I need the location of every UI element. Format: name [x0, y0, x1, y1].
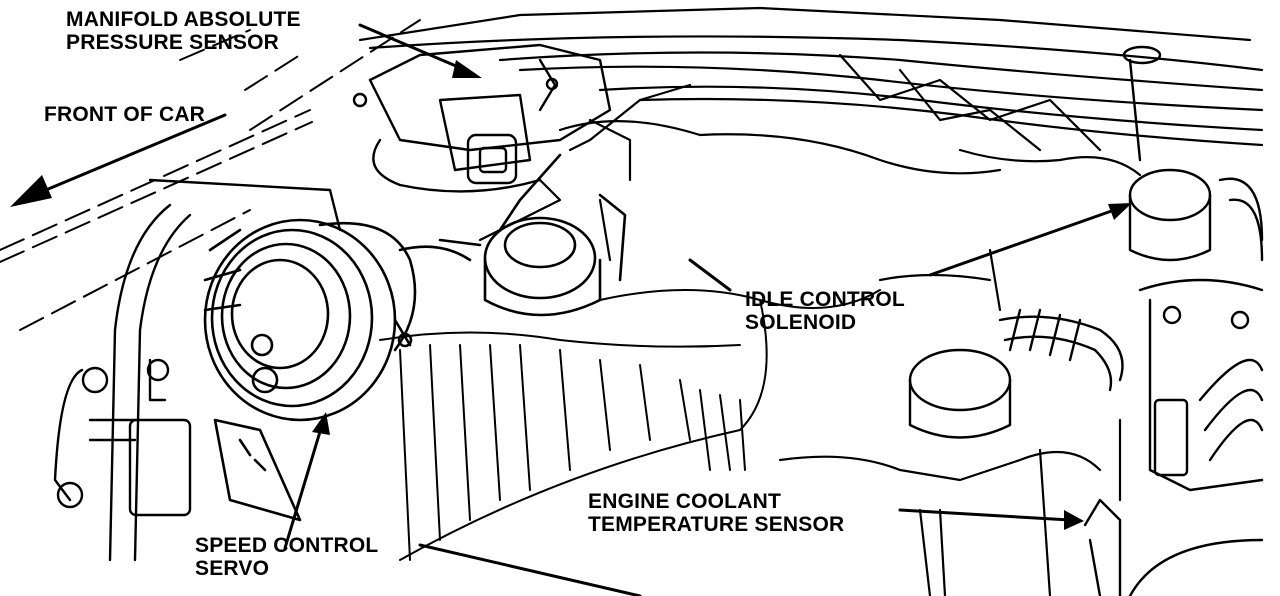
- right-components-drawing: [908, 45, 1264, 596]
- label-map-sensor-line1: MANIFOLD ABSOLUTE: [66, 8, 301, 31]
- label-map-sensor: MANIFOLD ABSOLUTE PRESSURE SENSOR: [66, 8, 301, 54]
- wiring-harness: [358, 6, 1264, 177]
- leader-lines: [283, 23, 1132, 596]
- intake-manifold-ribs: [379, 289, 881, 561]
- label-idle-control-line2: SOLENOID: [745, 311, 857, 334]
- engine-block-lines: [778, 248, 1122, 596]
- label-engine-coolant-sensor: ENGINE COOLANT TEMPERATURE SENSOR: [588, 490, 844, 536]
- label-speed-control-servo: SPEED CONTROL SERVO: [195, 534, 378, 580]
- label-speed-control-line2: SERVO: [195, 557, 270, 580]
- label-speed-control-line1: SPEED CONTROL: [195, 534, 379, 557]
- label-map-sensor-line2: PRESSURE SENSOR: [66, 31, 280, 54]
- idle-control-solenoid-drawing: [438, 153, 627, 317]
- label-front-of-car: FRONT OF CAR: [44, 103, 206, 126]
- label-idle-control-solenoid: IDLE CONTROL SOLENOID: [745, 288, 905, 334]
- fender-dashed-lines: [0, 19, 421, 331]
- left-bracket-drawing: [53, 178, 342, 562]
- label-coolant-line2: TEMPERATURE SENSOR: [588, 513, 845, 536]
- speed-control-servo-drawing: [203, 218, 472, 522]
- map-sensor-drawing: [352, 43, 612, 193]
- label-idle-control-line1: IDLE CONTROL: [745, 288, 905, 311]
- front-of-car-arrow: [10, 113, 227, 207]
- label-coolant-line1: ENGINE COOLANT: [588, 490, 781, 513]
